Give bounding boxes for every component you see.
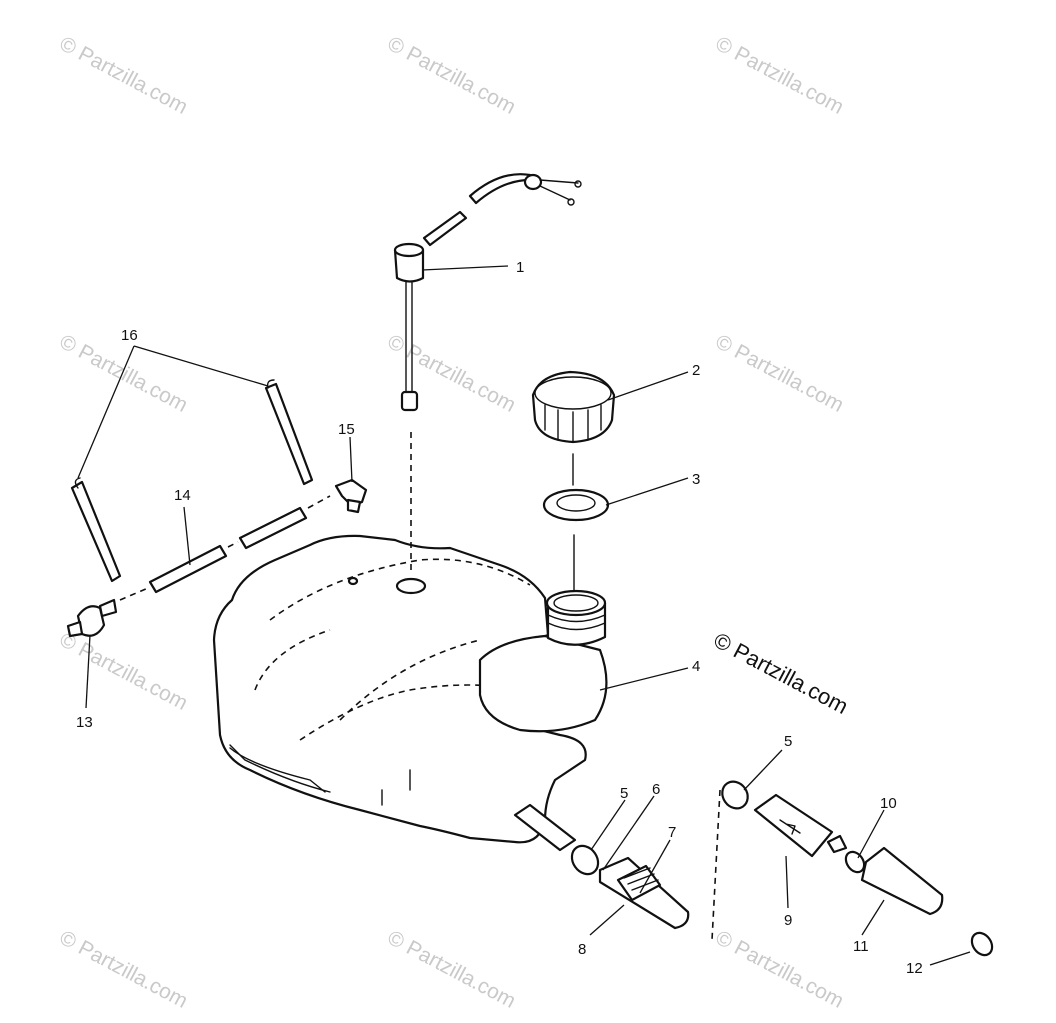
callout-12: 12 [906,960,923,977]
tank-straps [70,379,314,583]
fuel-cap [531,370,616,444]
fuel-tank [212,534,608,852]
watermark: © Partzilla.com [56,926,192,1013]
watermark: © Partzilla.com [712,32,848,119]
callout-7: 7 [668,824,676,841]
callout-10: 10 [880,795,897,812]
callout-leaders [77,265,971,966]
callout-labels: 1 2 3 4 5 6 7 8 5 9 10 11 12 13 14 15 16 [76,259,923,977]
vent-valve [66,598,118,638]
vent-hose [148,506,308,594]
elbow-fitting [334,478,368,514]
callout-3: 3 [692,471,700,488]
callout-9: 9 [784,912,792,929]
watermark: © Partzilla.com [712,926,848,1013]
watermark: © Partzilla.com [384,926,520,1013]
callout-16: 16 [121,327,138,344]
callout-15: 15 [338,421,355,438]
callout-2: 2 [692,362,700,379]
watermark: © Partzilla.com [384,32,520,119]
watermark: © Partzilla.com [56,32,192,119]
callout-8: 8 [578,941,586,958]
cap-gasket [542,488,610,522]
fuel-sender [393,173,582,412]
callout-5: 5 [620,785,628,802]
callout-14: 14 [174,487,191,504]
watermark: © Partzilla.com [56,628,192,715]
callout-4: 4 [692,658,700,675]
callout-11: 11 [853,938,869,955]
fuel-line-parts [570,780,994,957]
callout-1: 1 [516,259,524,276]
callout-5: 5 [784,733,792,750]
watermark-layer: © Partzilla.com © Partzilla.com © Partzi… [56,32,848,1013]
copyright-label: © Partzilla.com [710,627,853,719]
callout-13: 13 [76,714,93,731]
callout-6: 6 [652,781,660,798]
vent-line [119,495,331,601]
watermark: © Partzilla.com [712,330,848,417]
